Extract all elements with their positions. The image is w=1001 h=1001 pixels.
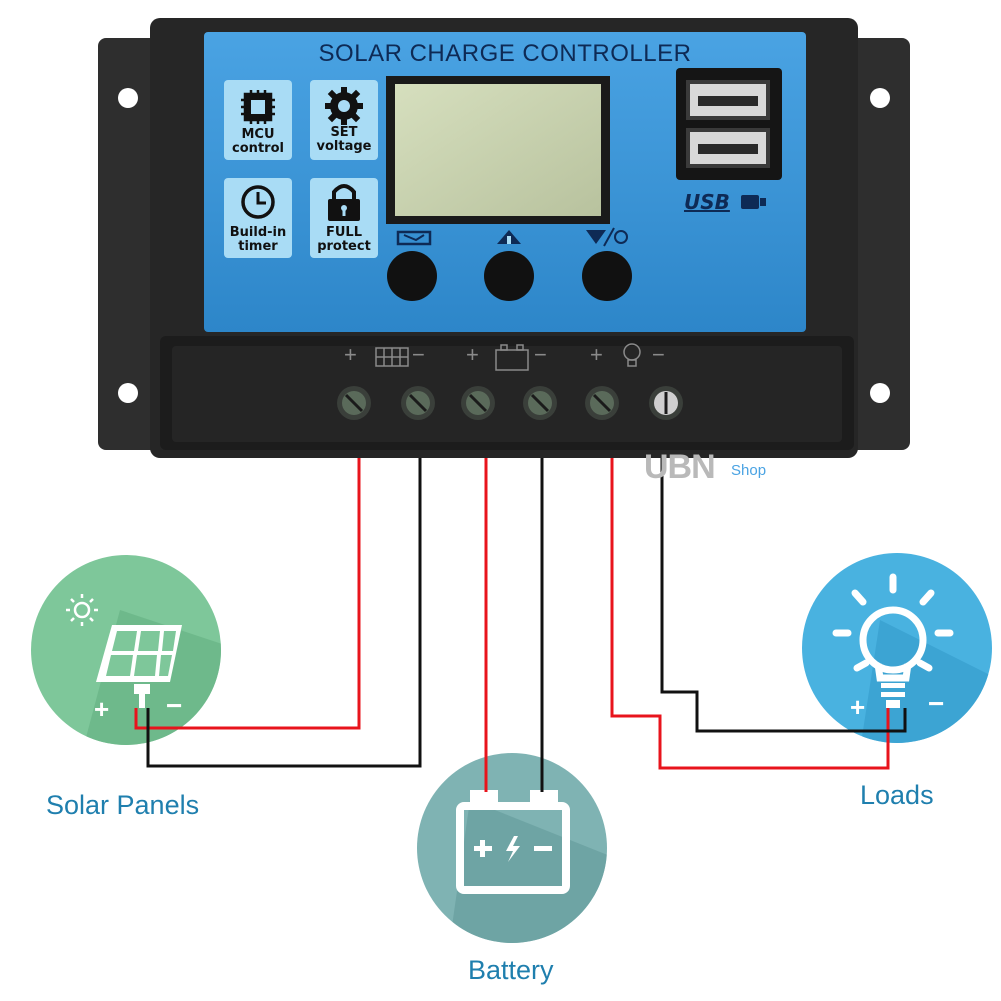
terminal-solar-minus: −	[412, 342, 425, 367]
loads-caption: Loads	[860, 780, 934, 810]
feature-mcu-line2: control	[232, 141, 284, 156]
controller-title: SOLAR CHARGE CONTROLLER	[318, 40, 692, 67]
terminal-battery-icon	[495, 344, 529, 371]
terminal-load-minus: −	[652, 342, 665, 367]
up-arrow-icon	[497, 230, 521, 244]
loads-plus-label: +	[850, 692, 866, 722]
loads-minus-label: −	[928, 688, 945, 719]
battery-caption: Battery	[468, 955, 554, 985]
clock-icon	[241, 185, 275, 219]
battery-icon	[456, 790, 570, 894]
feature-protect-line2: protect	[317, 239, 371, 254]
screw-terminal-load-positive[interactable]	[585, 386, 619, 420]
feature-mcu-line1: MCU	[241, 127, 275, 142]
terminal-solar-plus: +	[344, 342, 357, 367]
solar-panels-caption: Solar Panels	[46, 790, 200, 820]
watermark-sub: Shop	[731, 462, 767, 479]
wire-solar-positive	[134, 458, 361, 730]
terminal-load-plus: +	[590, 342, 603, 367]
down-arrow-bulb-icon	[586, 227, 628, 247]
solar-panel-icon	[66, 594, 182, 708]
terminal-solar-icon	[375, 347, 409, 367]
down-button[interactable]	[582, 251, 632, 301]
feature-timer-label: Build-in timer	[224, 226, 292, 254]
feature-timer-line1: Build-in	[229, 225, 287, 240]
menu-icon	[396, 230, 432, 246]
screw-terminal-load-negative[interactable]	[649, 386, 683, 420]
feature-set-line2: voltage	[316, 139, 372, 154]
up-button[interactable]	[484, 251, 534, 301]
solar-plus-label: +	[94, 694, 110, 724]
screw-terminal-battery-positive[interactable]	[461, 386, 495, 420]
light-bulb-icon	[832, 573, 954, 708]
terminal-battery-plus: +	[466, 342, 479, 367]
battery-circle	[417, 753, 607, 943]
wire-load-positive	[610, 458, 890, 770]
screw-terminal-solar-negative[interactable]	[401, 386, 435, 420]
usb-label: USB	[684, 190, 730, 214]
wire-load-negative	[660, 458, 907, 733]
menu-button[interactable]	[387, 251, 437, 301]
screw-terminal-battery-negative[interactable]	[523, 386, 557, 420]
usb-icon	[741, 195, 766, 209]
solar-minus-label: −	[166, 690, 183, 721]
terminal-battery-minus: −	[534, 342, 547, 367]
feature-mcu-label: MCU control	[224, 128, 292, 156]
wire-solar-negative	[146, 458, 422, 768]
gear-icon	[325, 87, 363, 125]
terminal-bulb-icon	[623, 343, 641, 367]
feature-set-label: SET voltage	[310, 126, 378, 154]
feature-protect-line1: FULL	[325, 225, 362, 240]
watermark-logo: UBN	[644, 448, 716, 486]
feature-protect-label: FULL protect	[310, 226, 378, 254]
screw-terminal-solar-positive[interactable]	[337, 386, 371, 420]
usb-port-block	[676, 68, 782, 180]
loads-circle	[802, 553, 992, 743]
chip-icon	[241, 90, 275, 124]
lock-icon	[328, 184, 360, 221]
lcd-screen	[395, 84, 601, 216]
feature-set-line1: SET	[330, 125, 358, 140]
feature-timer-line2: timer	[238, 239, 278, 254]
